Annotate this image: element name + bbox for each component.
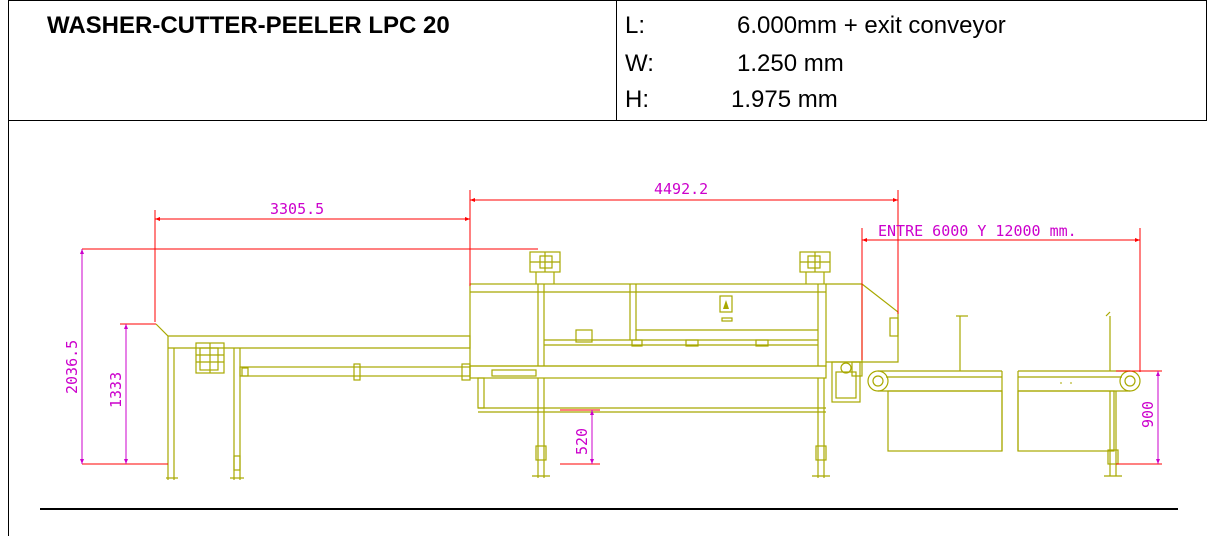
table-right-border xyxy=(1206,0,1207,121)
dim-label-overall: 4492.2 xyxy=(654,180,708,198)
vertical-dimensions xyxy=(80,249,1160,464)
drawing-baseline-rule xyxy=(40,508,1178,510)
table-top-border xyxy=(8,0,1207,1)
spec-length: L: 6.000mm + exit conveyor xyxy=(625,12,1185,42)
dim-label-total-height: 2036.5 xyxy=(63,340,81,394)
dim-label-infeed: 3305.5 xyxy=(270,200,324,218)
machine-outline xyxy=(155,251,1141,480)
dim-label-conveyor-height: 900 xyxy=(1139,401,1157,428)
infeed-conveyor xyxy=(155,323,471,480)
dim-label-exit-conveyor: ENTRE 6000 Y 12000 mm. xyxy=(878,222,1077,240)
dim-label-clearance: 520 xyxy=(573,428,591,455)
header-bottom-border xyxy=(8,120,1207,121)
spec-width-label: W: xyxy=(625,50,654,77)
header-divider xyxy=(616,0,617,121)
table-left-border xyxy=(8,0,9,536)
main-body xyxy=(469,251,831,478)
spec-height-value: 1.975 mm xyxy=(731,86,838,113)
spec-length-value: 6.000mm + exit conveyor xyxy=(737,12,1006,39)
horizontal-dimensions xyxy=(82,190,1162,465)
exit-conveyor-end xyxy=(1017,311,1141,477)
spec-width-value: 1.250 mm xyxy=(737,50,844,77)
machine-title: WASHER-CUTTER-PEELER LPC 20 xyxy=(47,12,450,39)
spec-width: W: 1.250 mm xyxy=(625,50,1185,80)
dim-label-infeed-height: 1333 xyxy=(107,372,125,408)
spec-height: H: 1.975 mm xyxy=(625,86,1185,116)
exit-conveyor xyxy=(867,315,1003,452)
spec-height-label: H: xyxy=(625,86,649,113)
spec-length-label: L: xyxy=(625,12,646,39)
